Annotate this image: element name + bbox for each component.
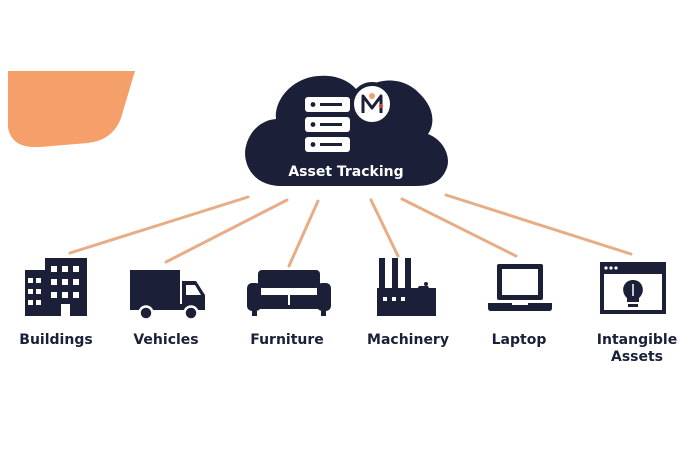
- brand-logo-icon: [361, 93, 383, 113]
- connector-machinery: [369, 198, 400, 258]
- browser-lightbulb-icon: [600, 262, 666, 314]
- connector-laptop: [400, 197, 518, 258]
- node-label-intangible-assets: Intangible Assets: [596, 332, 678, 365]
- office-building-icon: [25, 258, 87, 316]
- magnifier-icon: [350, 82, 408, 142]
- delivery-truck-icon: [130, 270, 205, 321]
- laptop-icon: [488, 264, 552, 311]
- connector-intangible: [444, 193, 633, 256]
- node-label-furniture: Furniture: [250, 332, 324, 348]
- sofa-icon: [247, 270, 331, 316]
- connector-buildings: [68, 195, 250, 255]
- factory-icon: [377, 258, 436, 316]
- decorative-orange-shape: [8, 71, 135, 148]
- node-label-machinery: Machinery: [367, 332, 449, 348]
- connector-furniture: [287, 199, 320, 268]
- connector-lines: [68, 193, 633, 268]
- server-icon: [305, 97, 350, 152]
- node-label-vehicles: Vehicles: [133, 332, 199, 348]
- node-label-buildings: Buildings: [19, 332, 93, 348]
- connector-vehicles: [164, 198, 289, 264]
- hub-label: Asset Tracking: [288, 164, 403, 180]
- node-label-laptop: Laptop: [491, 332, 547, 348]
